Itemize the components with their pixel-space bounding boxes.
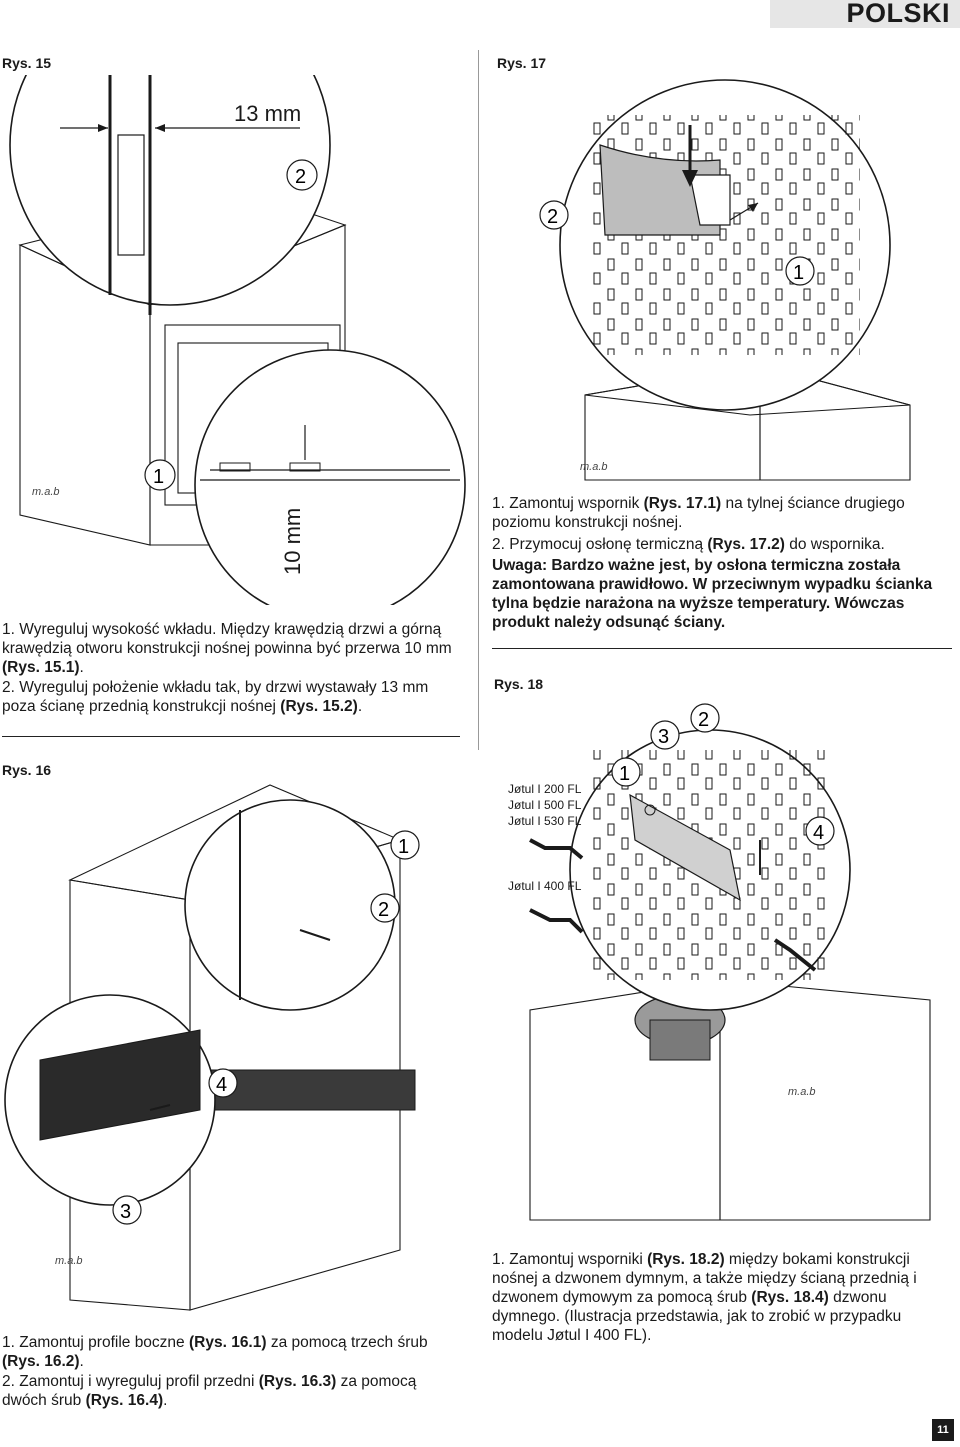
fig16-zoom-top — [184, 799, 396, 1011]
fig17-callout-1: 1 — [793, 262, 804, 284]
fig18-watermark: m.a.b — [788, 1086, 816, 1098]
fig18-model: Jøtul I 500 FL — [508, 798, 582, 812]
fig17-step-2: 2. Przymocuj osłonę termiczną (Rys. 17.2… — [492, 536, 885, 553]
fig18-callout-1: 1 — [619, 763, 630, 785]
fig18-label: Rys. 18 — [494, 676, 544, 692]
fig16-callout-4: 4 — [216, 1074, 227, 1096]
language-tab: POLSKI — [770, 0, 960, 28]
fig18-callout-3: 3 — [658, 726, 669, 748]
fig15-watermark: m.a.b — [32, 486, 60, 498]
fig17-watermark: m.a.b — [580, 461, 608, 473]
fig15-dim-side: 10 mm — [280, 508, 305, 575]
fig17-illustration: 2 1 m.a.b — [539, 79, 911, 481]
fig15-zoom-top — [9, 75, 331, 306]
fig15-rule — [2, 736, 460, 737]
column-divider — [478, 50, 479, 750]
fig16-illustration: 1 2 4 3 m.a.b — [4, 784, 420, 1311]
fig17-rule — [492, 648, 952, 649]
fig18-callout-2: 2 — [698, 709, 709, 731]
language-label: POLSKI — [846, 0, 950, 28]
fig15-illustration: 13 mm 2 10 mm 1 m.a.b — [9, 75, 466, 605]
fig15-step-1: 1. Wyreguluj wysokość wkładu. Między kra… — [2, 621, 452, 676]
fig18-illustration: 1 3 2 4 m.a.b — [529, 703, 931, 1221]
fig18-model-b: Jøtul I 400 FL — [508, 879, 582, 893]
fig18-callout-4: 4 — [813, 822, 824, 844]
fig18-models-a: Jøtul I 200 FL Jøtul I 500 FL Jøtul I 53… — [508, 781, 581, 829]
fig17-note: Uwaga: Bardzo ważne jest, by osłona term… — [492, 557, 933, 631]
fig15-label: Rys. 15 — [2, 55, 52, 71]
fig17-step-1: 1. Zamontuj wspornik (Rys. 17.1) na tyln… — [492, 495, 905, 531]
fig16-step-2: 2. Zamontuj i wyreguluj profil przedni (… — [2, 1373, 417, 1409]
fig17-callout-2: 2 — [547, 206, 558, 228]
page-number: 11 — [932, 1419, 954, 1441]
fig16-label: Rys. 16 — [2, 762, 52, 778]
fig15-zoom-bottom — [194, 349, 466, 605]
fig18-model: Jøtul I 530 FL — [508, 814, 582, 828]
fig15-dim-top: 13 mm — [234, 101, 301, 126]
fig16-callout-3: 3 — [120, 1201, 131, 1223]
fig16-callout-2: 2 — [378, 899, 389, 921]
fig15-callout-1: 1 — [153, 466, 164, 488]
fig16-step-1: 1. Zamontuj profile boczne (Rys. 16.1) z… — [2, 1334, 428, 1370]
fig18-step-1: 1. Zamontuj wsporniki (Rys. 18.2) między… — [492, 1251, 917, 1344]
fig15-callout-2: 2 — [295, 166, 306, 188]
fig17-label: Rys. 17 — [497, 55, 547, 71]
fig15-step-2: 2. Wyreguluj położenie wkładu tak, by dr… — [2, 679, 429, 715]
fig16-watermark: m.a.b — [55, 1255, 83, 1267]
fig16-callout-1: 1 — [398, 836, 409, 858]
fig18-model: Jøtul I 200 FL — [508, 782, 582, 796]
